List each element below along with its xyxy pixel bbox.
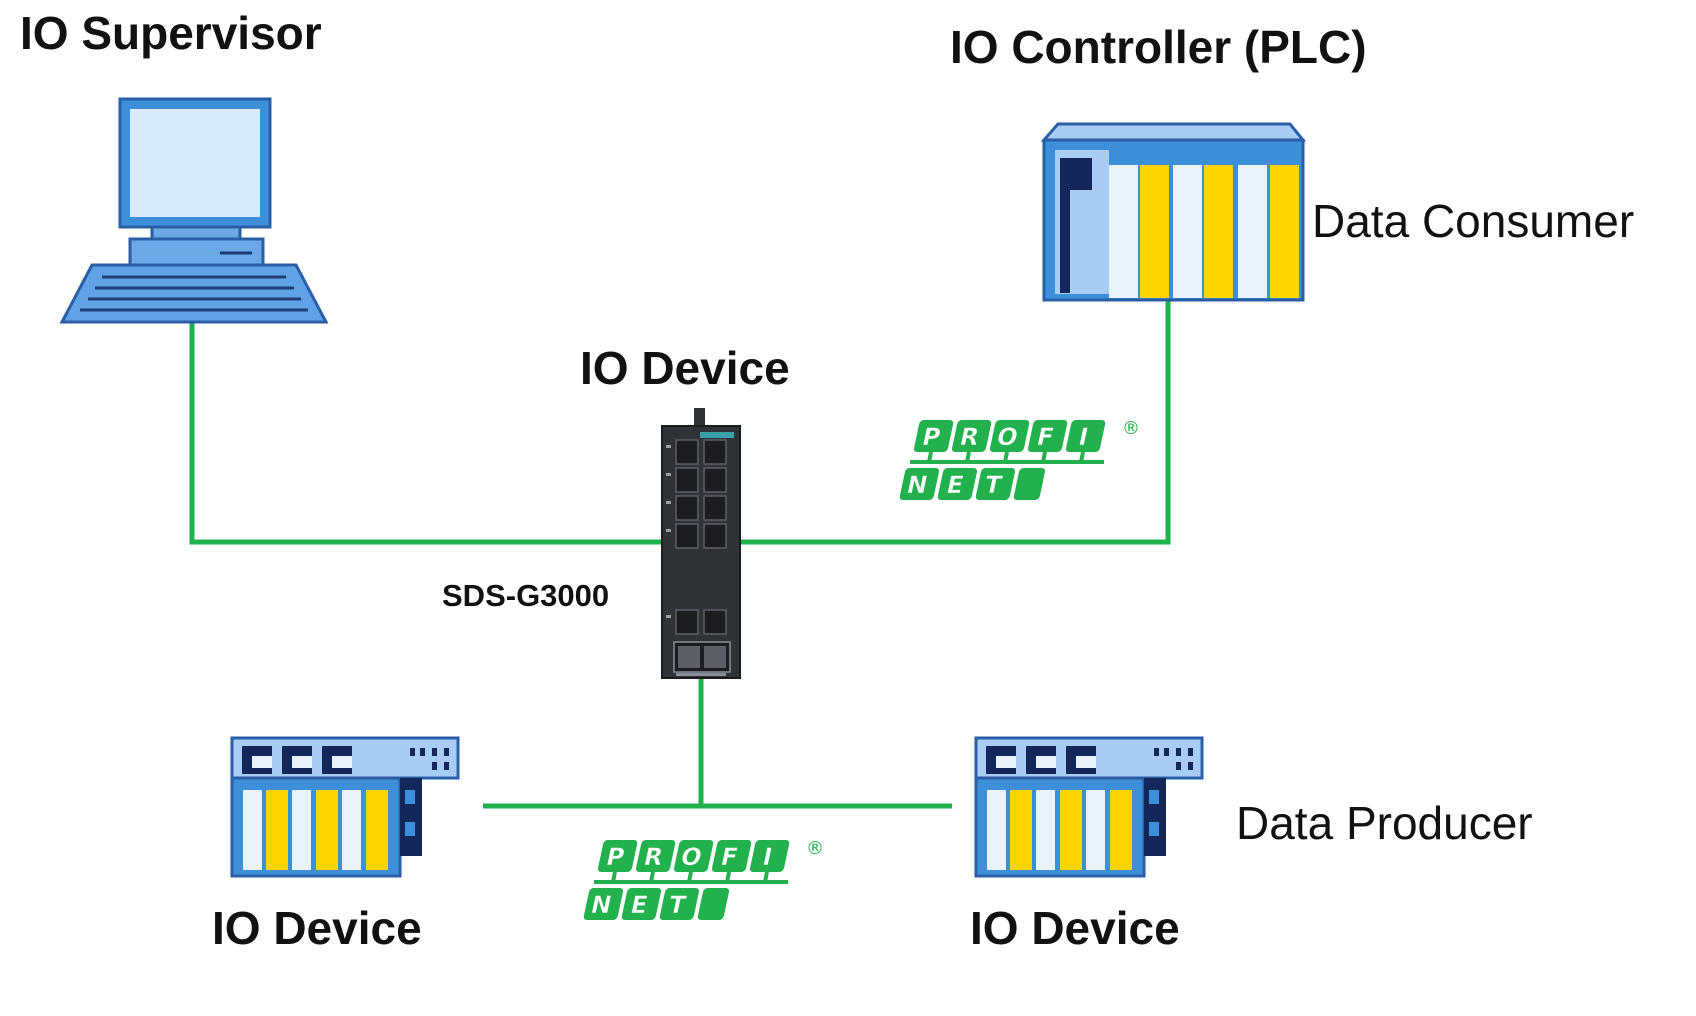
registered-mark: ® (1122, 418, 1140, 439)
profinet-block (937, 468, 978, 500)
switch-io-device-label: IO Device (580, 342, 790, 394)
profinet-block (899, 468, 940, 500)
profinet-block (673, 840, 714, 872)
profinet-block (1065, 420, 1106, 452)
link-switch-controller (740, 300, 1171, 545)
plc-icon (1040, 122, 1307, 302)
io-device-left-label: IO Device (212, 902, 422, 954)
link-supervisor-switch (189, 322, 662, 545)
switch-ports (675, 439, 727, 635)
profinet-block (711, 840, 752, 872)
profinet-letter: E (944, 470, 966, 499)
profinet-block (621, 888, 662, 920)
profinet-letter: T (666, 890, 689, 919)
io-controller-label: IO Controller (PLC) (950, 21, 1367, 73)
io-device-right-icon (974, 736, 1204, 878)
switch-icon (661, 408, 741, 679)
profinet-block (913, 420, 954, 452)
profinet-block (597, 840, 638, 872)
registered-mark: ® (806, 838, 824, 859)
computer-icon (59, 97, 329, 324)
io-device-left-icon (230, 736, 460, 878)
data-producer-label: Data Producer (1236, 797, 1533, 849)
profinet-letter: F (1034, 422, 1056, 451)
switch-model-label: SDS-G3000 (442, 578, 610, 613)
io-supervisor-label: IO Supervisor (20, 7, 322, 59)
io-device-right-label: IO Device (970, 902, 1180, 954)
profinet-letter: E (628, 890, 650, 919)
profinet-letter: T (982, 470, 1005, 499)
profinet-block (659, 888, 700, 920)
profinet-block (951, 420, 992, 452)
profinet-block (635, 840, 676, 872)
profinet-letter: O (678, 842, 704, 871)
network-links (189, 300, 1171, 809)
data-consumer-label: Data Consumer (1312, 195, 1635, 247)
profinet-letter: N (904, 470, 930, 499)
profinet-block (1027, 420, 1068, 452)
profinet-block (989, 420, 1030, 452)
profinet-block (749, 840, 790, 872)
profinet-block (583, 888, 624, 920)
profinet-block (975, 468, 1016, 500)
profinet-letter: F (718, 842, 740, 871)
